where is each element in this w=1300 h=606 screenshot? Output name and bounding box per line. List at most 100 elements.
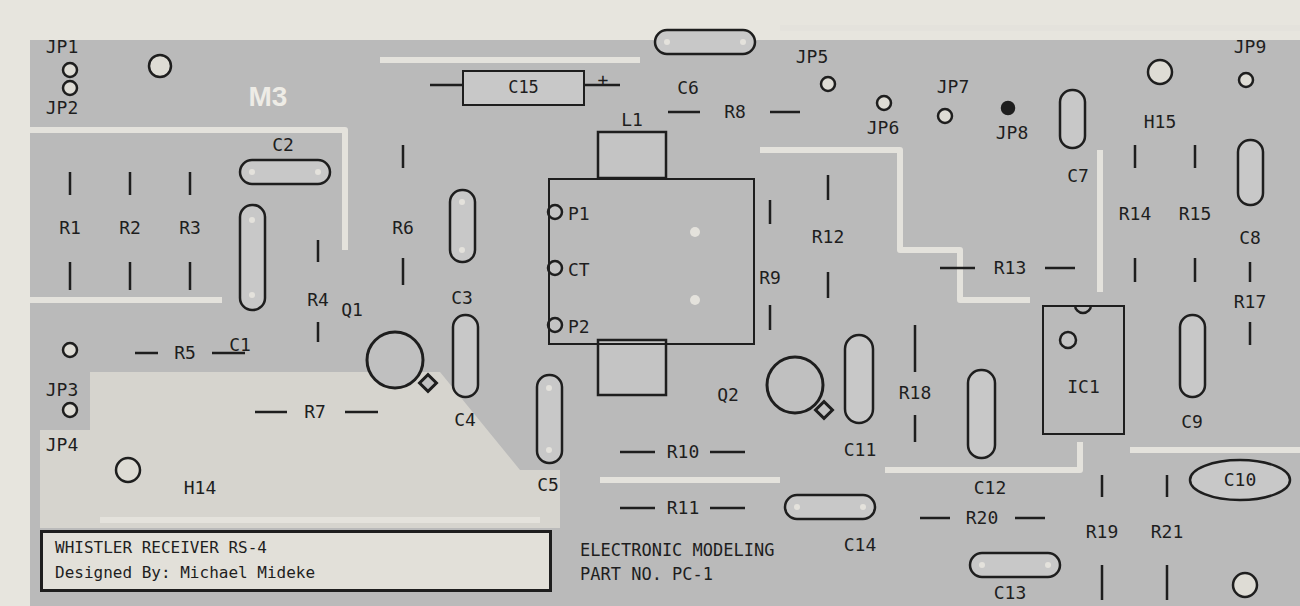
trace [30,130,345,250]
jumper-pad [938,109,952,123]
pad-dot [979,562,985,568]
capacitor-symbol [970,553,1060,577]
part-label: R14 [1119,204,1152,225]
jumper-pad [1002,102,1014,114]
jumper-pad [821,77,835,91]
node-label: IC1 [1067,377,1100,398]
jumper-pad [63,63,77,77]
trace [1130,447,1300,453]
part-label: C1 [229,335,251,356]
pad-dot [690,227,700,237]
transformer-tab [598,132,666,178]
part-label: R2 [119,218,141,239]
part-label: JP8 [996,123,1029,144]
part-label: R10 [667,442,700,463]
ic-marks [1060,305,1091,348]
part-label: R13 [994,258,1027,279]
mounting-hole [1233,573,1257,597]
pad-dot [459,199,465,205]
transformer-l1 [548,132,700,395]
capacitor-symbol [537,375,562,463]
transistor-tab [420,375,437,392]
part-label: R4 [307,290,329,311]
part-label: R18 [899,383,932,404]
node-label: C10 [1224,470,1257,491]
pads [63,55,1257,597]
part-label: C6 [677,78,699,99]
part-label: C5 [537,475,559,496]
part-label: JP2 [46,98,79,119]
trace [1097,150,1103,292]
capacitor-symbol [968,370,995,458]
node-text: P1 [568,204,590,225]
part-label: C4 [454,410,476,431]
transistor-tab [816,402,833,419]
part-label: R7 [304,402,326,423]
part-label: C14 [844,535,877,556]
pad-dot [249,217,255,223]
capacitor-outlines [240,30,1290,577]
pad-dot [690,295,700,305]
pad-dot [546,447,552,453]
part-label: JP6 [867,118,900,139]
part-label: R12 [812,227,845,248]
capacitor-symbol [1180,315,1205,397]
capacitor-symbol [845,335,873,423]
part-label: + [598,70,609,91]
board-clear-area [40,372,560,528]
part-label: JP9 [1234,37,1267,58]
maker-note: PART NO. PC-1 [580,565,713,585]
capacitor-symbol [1190,460,1290,500]
part-label: R6 [392,218,414,239]
pin-circle [548,318,562,332]
part-label: H15 [1144,112,1177,133]
pad-dot [249,169,255,175]
trace [760,150,1030,300]
ic-box: IC1 [1042,305,1125,435]
node-label: C15 [508,78,539,98]
pad-dot [249,292,255,298]
pin-circle [548,261,562,275]
traces [30,28,1300,520]
part-label: C7 [1067,166,1089,187]
part-label: JP5 [796,47,829,68]
part-label: R1 [59,218,81,239]
part-label: C12 [974,478,1007,499]
part-label: R20 [966,508,999,529]
transformer-box: L1P1CTP2 [548,178,755,345]
mounting-hole [149,55,171,77]
pad-dot [315,169,321,175]
part-label: H14 [184,478,217,499]
part-label: C9 [1181,412,1203,433]
maker-note: ELECTRONIC MODELING [580,541,774,561]
pad-dot [1045,562,1051,568]
jumper-pad [1239,73,1253,87]
pad-dot [794,504,800,510]
part-label: R15 [1179,204,1212,225]
part-label: C3 [451,288,473,309]
part-label: JP1 [46,37,79,58]
pin-circle [548,205,562,219]
capacitor-symbol [453,315,478,397]
part-label: C11 [844,440,877,461]
part-label: R11 [667,498,700,519]
part-label: R19 [1086,522,1119,543]
pad-dot [860,504,866,510]
capacitor-symbol [1060,90,1085,148]
jumper-pad [63,343,77,357]
part-label: R5 [174,343,196,364]
resistor-symbol [769,200,772,330]
node-label: L1 [621,110,643,131]
jumper-pad [63,81,77,95]
part-label: JP7 [937,77,970,98]
node-label: WHISTLER RECEIVER RS-4 [55,539,267,557]
part-label: JP3 [46,380,79,401]
title-block: WHISTLER RECEIVER RS-4Designed By: Micha… [40,530,552,592]
board-marking: M3 [249,81,288,113]
pad-dot [546,385,552,391]
part-label: JP4 [46,435,79,456]
